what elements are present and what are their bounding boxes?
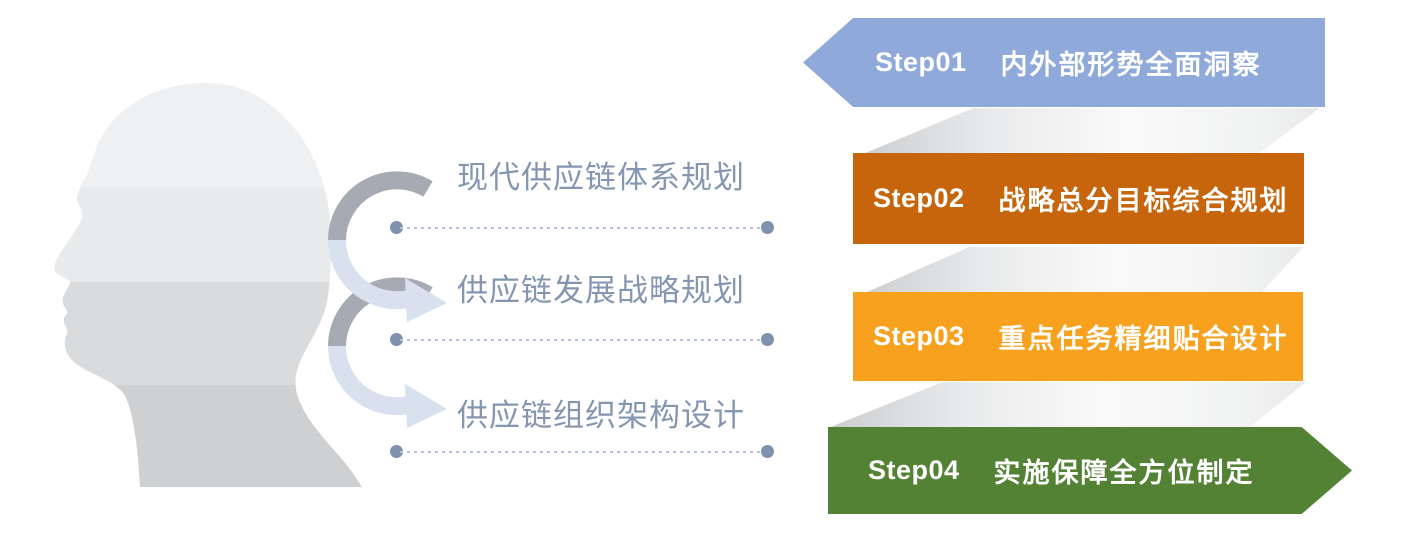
step-label: 内外部形势全面洞察 xyxy=(1000,50,1262,80)
step-number: Step04 xyxy=(868,455,960,485)
line-endpoint-dot xyxy=(390,445,403,458)
line-endpoint-dot xyxy=(390,333,403,346)
leader-line-3 xyxy=(390,445,774,459)
line-endpoint-dot xyxy=(761,333,774,346)
dotted-line xyxy=(400,227,764,229)
line-endpoint-dot xyxy=(390,221,403,234)
knowledge-label-3: 供应链组织架构设计 xyxy=(457,398,745,433)
dotted-line xyxy=(400,339,764,341)
step-number: Step01 xyxy=(875,47,967,77)
knowledge-label-2: 供应链发展战略规划 xyxy=(457,273,745,308)
leader-line-2 xyxy=(390,333,774,347)
dotted-line xyxy=(400,451,764,453)
knowledge-label-1: 现代供应链体系规划 xyxy=(457,160,745,195)
curved-cycle-arrows-icon xyxy=(327,171,447,428)
step-number: Step03 xyxy=(873,321,965,351)
ribbon-connector-1 xyxy=(858,108,1320,156)
ribbon-connector-3 xyxy=(828,382,1306,428)
line-endpoint-dot xyxy=(761,221,774,234)
ribbon-connector-2 xyxy=(858,247,1303,296)
step-number: Step02 xyxy=(873,183,965,213)
step-banner-2: Step02 战略总分目标综合规划 xyxy=(853,153,1304,244)
step-banner-4: Step04 实施保障全方位制定 xyxy=(828,427,1352,514)
step-label: 战略总分目标综合规划 xyxy=(998,186,1289,216)
step-label: 重点任务精细贴合设计 xyxy=(998,324,1289,354)
line-endpoint-dot xyxy=(761,445,774,458)
step-banner-3: Step03 重点任务精细贴合设计 xyxy=(853,292,1303,381)
head-silhouette-icon xyxy=(54,83,362,487)
step-banner-1: Step01 内外部形势全面洞察 xyxy=(803,18,1325,107)
leader-line-1 xyxy=(390,221,774,235)
step-label: 实施保障全方位制定 xyxy=(993,458,1255,488)
